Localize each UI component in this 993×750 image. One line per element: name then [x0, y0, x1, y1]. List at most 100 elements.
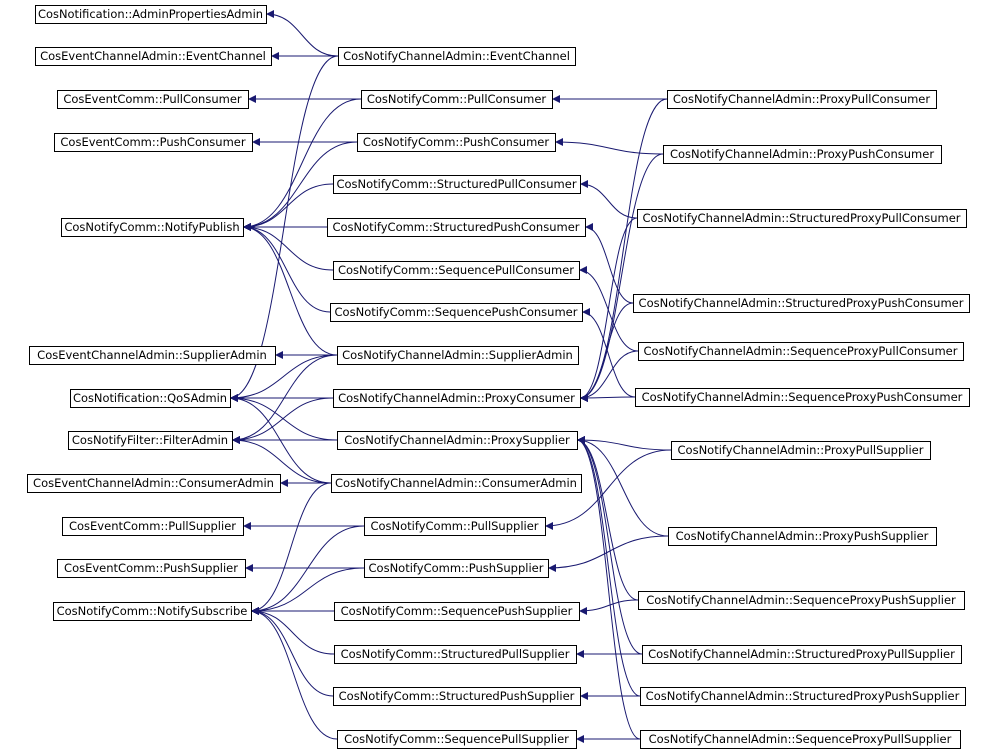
- class-node-eca_consadmin[interactable]: CosEventChannelAdmin::ConsumerAdmin: [27, 474, 281, 493]
- class-node-nc_seqpushcons[interactable]: CosNotifyComm::SequencePushConsumer: [330, 303, 583, 322]
- class-node-box: [333, 261, 580, 280]
- class-node-filteradmin[interactable]: CosNotifyFilter::FilterAdmin: [68, 431, 233, 450]
- class-node-box: [337, 730, 577, 749]
- class-node-ec_pullsupp[interactable]: CosEventComm::PullSupplier: [62, 517, 244, 536]
- edge-nc_seqpushcons-to-notifypublish: [242, 223, 331, 313]
- class-node-label: CosNotification::QoSAdmin: [73, 391, 227, 405]
- class-node-label: CosNotifyChannelAdmin::StructuredProxyPu…: [639, 296, 964, 310]
- class-node-nca_consadmin[interactable]: CosNotifyChannelAdmin::ConsumerAdmin: [331, 474, 582, 493]
- class-node-nca_proxypullsupp[interactable]: CosNotifyChannelAdmin::ProxyPullSupplier: [671, 441, 931, 460]
- edge-nc_pullcons-to-notifypublish: [242, 98, 362, 231]
- class-node-nc_pullsupp[interactable]: CosNotifyComm::PullSupplier: [364, 517, 546, 536]
- inheritance-edges: [229, 10, 672, 743]
- edge-nca_consadmin-to-notifysubscribe: [250, 482, 332, 615]
- class-node-nc_pushcons[interactable]: CosNotifyComm::PushConsumer: [357, 133, 556, 152]
- class-node-box: [70, 389, 231, 408]
- class-node-label: CosNotifyChannelAdmin::ProxySupplier: [344, 433, 570, 447]
- edge-nca_seqproxypushsupp-to-nc_seqpushsupp: [578, 599, 639, 615]
- class-node-ec_pullcons[interactable]: CosEventComm::PullConsumer: [57, 90, 249, 109]
- class-node-label: CosNotifyComm::PullSupplier: [370, 519, 538, 533]
- class-node-adminprops[interactable]: CosNotification::AdminPropertiesAdmin: [35, 5, 267, 24]
- class-node-nca_proxypushsupp[interactable]: CosNotifyChannelAdmin::ProxyPushSupplier: [668, 527, 937, 546]
- class-node-box: [337, 431, 578, 450]
- class-node-nca_structproxypullsupp[interactable]: CosNotifyChannelAdmin::StructuredProxyPu…: [642, 645, 962, 664]
- class-node-label: CosEventComm::PullConsumer: [63, 92, 242, 106]
- edge-nc_pushsupp-to-notifysubscribe: [250, 567, 365, 615]
- class-node-box: [333, 175, 581, 194]
- class-node-box: [633, 294, 970, 313]
- class-node-ec_pushsupp[interactable]: CosEventComm::PushSupplier: [57, 559, 246, 578]
- class-node-nca_structproxypushcons[interactable]: CosNotifyChannelAdmin::StructuredProxyPu…: [633, 294, 970, 313]
- class-node-box: [68, 431, 233, 450]
- class-node-notifypublish[interactable]: CosNotifyComm::NotifyPublish: [61, 218, 244, 237]
- edge-nca_seqproxypullcons-to-nca_proxycons: [579, 350, 639, 402]
- edge-nca_proxypushsupp-to-nc_pushsupp: [547, 535, 669, 572]
- class-node-label: CosNotifyChannelAdmin::StructuredProxyPu…: [646, 689, 960, 703]
- class-node-nca_proxypullcons[interactable]: CosNotifyChannelAdmin::ProxyPullConsumer: [667, 90, 937, 109]
- class-node-nc_seqpushsupp[interactable]: CosNotifyComm::SequencePushSupplier: [334, 602, 580, 621]
- class-node-nca_seqproxypushsupp[interactable]: CosNotifyChannelAdmin::SequenceProxyPush…: [638, 591, 965, 610]
- edge-nca_proxypushcons-to-nc_pushcons: [554, 138, 664, 155]
- class-node-nca_proxypushcons[interactable]: CosNotifyChannelAdmin::ProxyPushConsumer: [663, 145, 942, 164]
- edge-nca_proxypushcons-to-nca_proxycons: [579, 153, 664, 402]
- class-node-label: CosNotifyComm::StructuredPullConsumer: [336, 177, 576, 191]
- class-node-nc_pushsupp[interactable]: CosNotifyComm::PushSupplier: [364, 559, 549, 578]
- class-node-nca_seqproxypushcons[interactable]: CosNotifyChannelAdmin::SequenceProxyPush…: [635, 388, 970, 407]
- class-node-nc_structpullcons[interactable]: CosNotifyComm::StructuredPullConsumer: [333, 175, 581, 194]
- class-node-nca_suppadmin[interactable]: CosNotifyChannelAdmin::SupplierAdmin: [337, 346, 579, 365]
- class-node-box: [57, 90, 249, 109]
- class-node-nca_structproxypullcons[interactable]: CosNotifyChannelAdmin::StructuredProxyPu…: [637, 209, 967, 228]
- class-node-box: [364, 517, 546, 536]
- edge-nc_structpullsupp-to-notifysubscribe: [250, 607, 335, 655]
- class-node-box: [35, 5, 267, 24]
- class-node-box: [333, 687, 581, 706]
- class-node-box: [331, 474, 582, 493]
- edge-nca_structproxypullcons-to-nc_structpullcons: [579, 180, 638, 219]
- edge-nc_structpushsupp-to-notifysubscribe: [250, 607, 334, 697]
- class-node-eca_suppadmin[interactable]: CosEventChannelAdmin::SupplierAdmin: [29, 346, 276, 365]
- class-node-box: [668, 527, 937, 546]
- class-node-nc_structpushsupp[interactable]: CosNotifyComm::StructuredPushSupplier: [333, 687, 581, 706]
- class-node-label: CosNotifyChannelAdmin::SequenceProxyPush…: [642, 390, 963, 404]
- class-node-box: [635, 388, 970, 407]
- class-node-label: CosNotifyChannelAdmin::EventChannel: [343, 49, 570, 63]
- class-node-label: CosEventChannelAdmin::SupplierAdmin: [37, 348, 267, 362]
- class-node-label: CosNotifyChannelAdmin::SequenceProxyPull…: [649, 732, 952, 746]
- edge-nca_proxypullsupp-to-nca_proxysupp: [576, 436, 672, 451]
- class-node-nca_seqproxypullsupp[interactable]: CosNotifyChannelAdmin::SequenceProxyPull…: [640, 730, 961, 749]
- class-node-qosadmin[interactable]: CosNotification::QoSAdmin: [70, 389, 231, 408]
- class-node-nc_structpullsupp[interactable]: CosNotifyComm::StructuredPullSupplier: [334, 645, 577, 664]
- class-node-label: CosNotifyComm::NotifySubscribe: [57, 604, 248, 618]
- class-node-notifysubscribe[interactable]: CosNotifyComm::NotifySubscribe: [53, 602, 252, 621]
- class-node-label: CosNotifyComm::SequencePushSupplier: [341, 604, 573, 618]
- class-node-nc_pullcons[interactable]: CosNotifyComm::PullConsumer: [361, 90, 553, 109]
- class-node-box: [640, 730, 961, 749]
- edge-nc_seqpullsupp-to-notifysubscribe: [250, 607, 338, 740]
- class-node-nc_structpushcons[interactable]: CosNotifyComm::StructuredPushConsumer: [327, 218, 586, 237]
- class-node-box: [364, 559, 549, 578]
- class-node-nca_proxysupp[interactable]: CosNotifyChannelAdmin::ProxySupplier: [337, 431, 578, 450]
- class-node-box: [640, 687, 966, 706]
- class-node-nc_seqpullsupp[interactable]: CosNotifyComm::SequencePullSupplier: [337, 730, 577, 749]
- class-node-nca_structproxypushsupp[interactable]: CosNotifyChannelAdmin::StructuredProxyPu…: [640, 687, 966, 706]
- class-node-nca_proxycons[interactable]: CosNotifyChannelAdmin::ProxyConsumer: [333, 389, 581, 408]
- edge-nca_consadmin-to-filteradmin: [231, 436, 332, 484]
- class-node-box: [667, 90, 937, 109]
- class-node-box: [35, 47, 272, 66]
- class-node-box: [61, 218, 244, 237]
- class-node-label: CosNotifyFilter::FilterAdmin: [72, 433, 228, 447]
- class-node-ec_pushcons[interactable]: CosEventComm::PushConsumer: [54, 133, 253, 152]
- edge-nca_structproxypullsupp-to-nca_proxysupp: [576, 436, 643, 655]
- class-node-nc_seqpullcons[interactable]: CosNotifyComm::SequencePullConsumer: [333, 261, 580, 280]
- class-node-nca_ec[interactable]: CosNotifyChannelAdmin::EventChannel: [338, 47, 576, 66]
- class-node-label: CosNotifyChannelAdmin::SequenceProxyPull…: [644, 344, 958, 358]
- class-node-box: [327, 218, 586, 237]
- class-node-label: CosNotifyChannelAdmin::ProxyPullConsumer: [673, 92, 930, 106]
- class-node-box: [337, 346, 579, 365]
- class-node-nca_seqproxypullcons[interactable]: CosNotifyChannelAdmin::SequenceProxyPull…: [638, 342, 964, 361]
- edge-nca_seqproxypushsupp-to-nca_proxysupp: [576, 436, 639, 601]
- edge-nca_consadmin-to-qosadmin: [229, 394, 332, 484]
- class-node-eca_ec[interactable]: CosEventChannelAdmin::EventChannel: [35, 47, 272, 66]
- class-node-label: CosEventComm::PullSupplier: [69, 519, 236, 533]
- class-node-box: [54, 133, 253, 152]
